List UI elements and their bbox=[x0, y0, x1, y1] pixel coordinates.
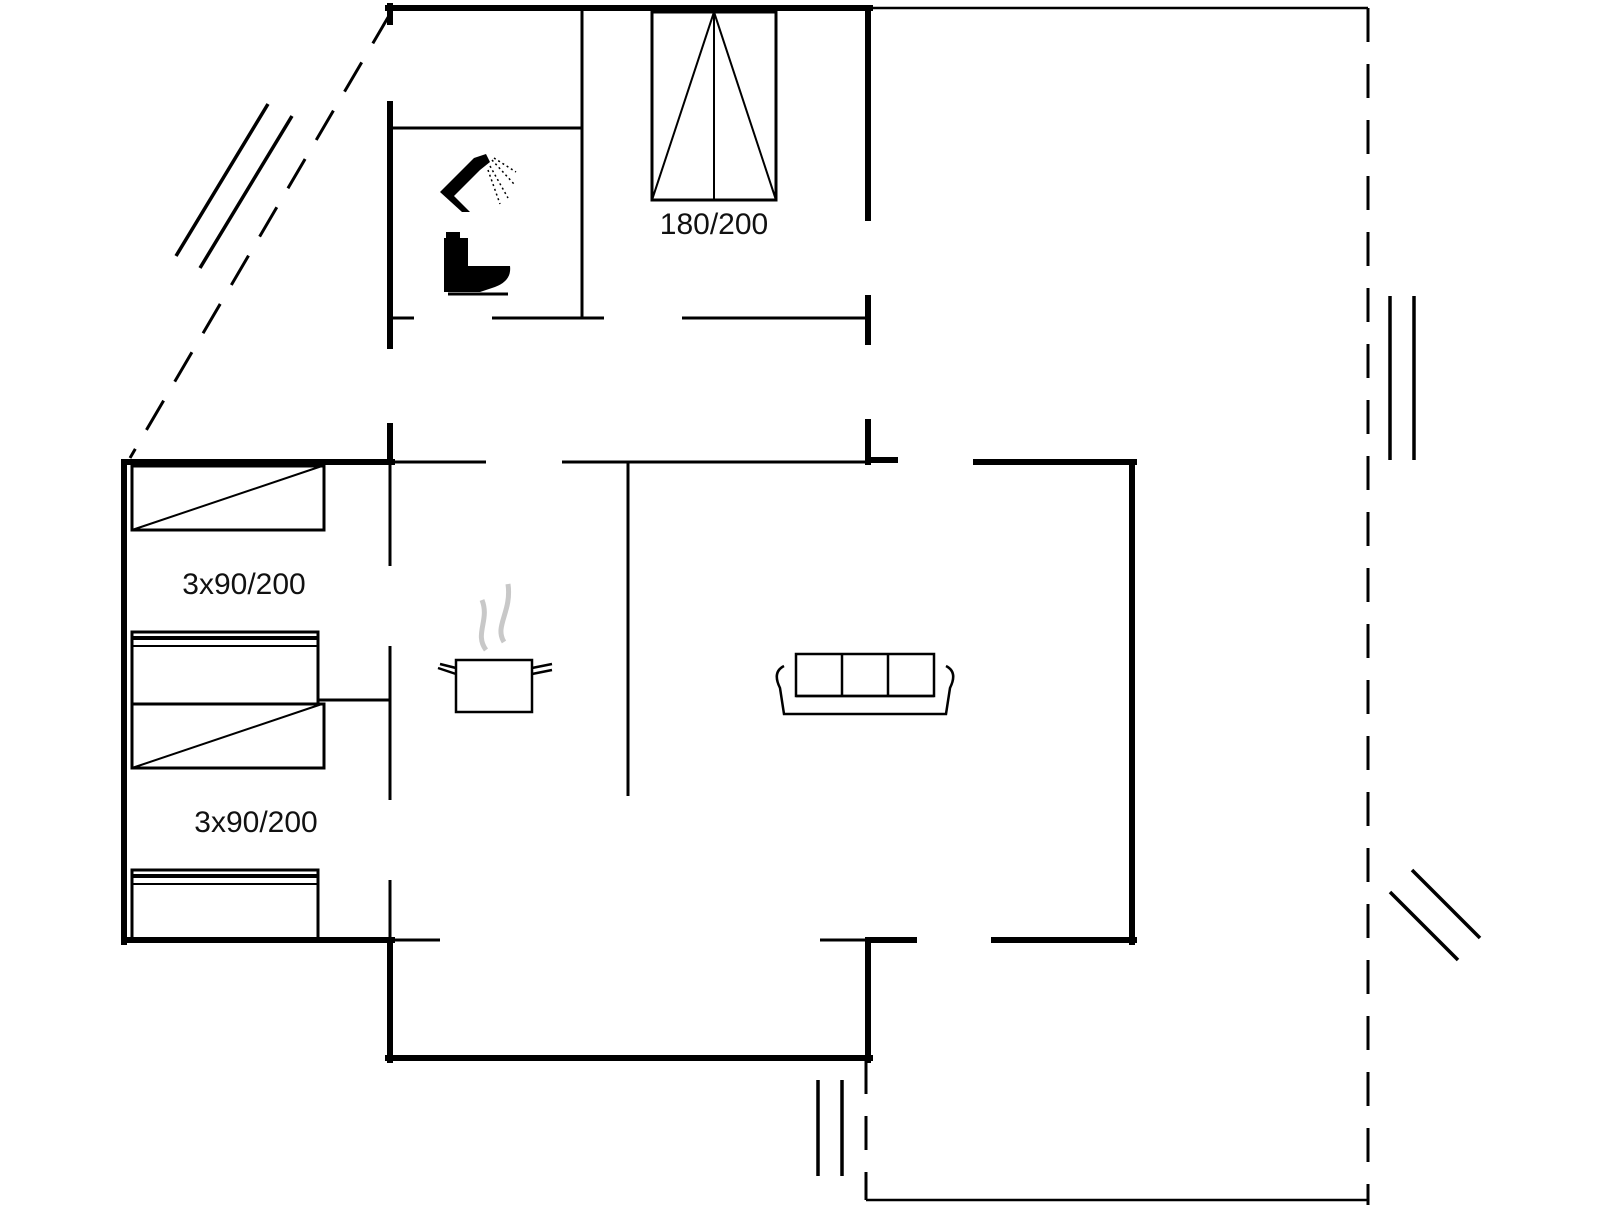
bedroom-top-walls bbox=[385, 3, 898, 465]
bunk-label-upper: 3x90/200 bbox=[182, 568, 305, 601]
window-icon bbox=[174, 103, 294, 269]
window-icon bbox=[1388, 868, 1482, 962]
toilet-icon bbox=[444, 232, 511, 296]
bunk-label-lower: 3x90/200 bbox=[194, 806, 317, 839]
window-icon bbox=[1388, 296, 1416, 460]
sofa-icon bbox=[775, 652, 955, 716]
bunk-bed-icon bbox=[130, 464, 326, 706]
terrace-outline bbox=[864, 6, 1370, 1205]
bed-double-label: 180/200 bbox=[660, 208, 768, 241]
window-icon bbox=[816, 1080, 844, 1176]
terrace-diagonal-dashed bbox=[128, 13, 392, 459]
cooking-pot-icon bbox=[437, 583, 553, 714]
bed-icon bbox=[650, 10, 778, 202]
living-area-walls bbox=[385, 459, 1137, 1063]
shower-icon bbox=[440, 154, 517, 212]
bunk-bed-icon bbox=[130, 702, 326, 942]
